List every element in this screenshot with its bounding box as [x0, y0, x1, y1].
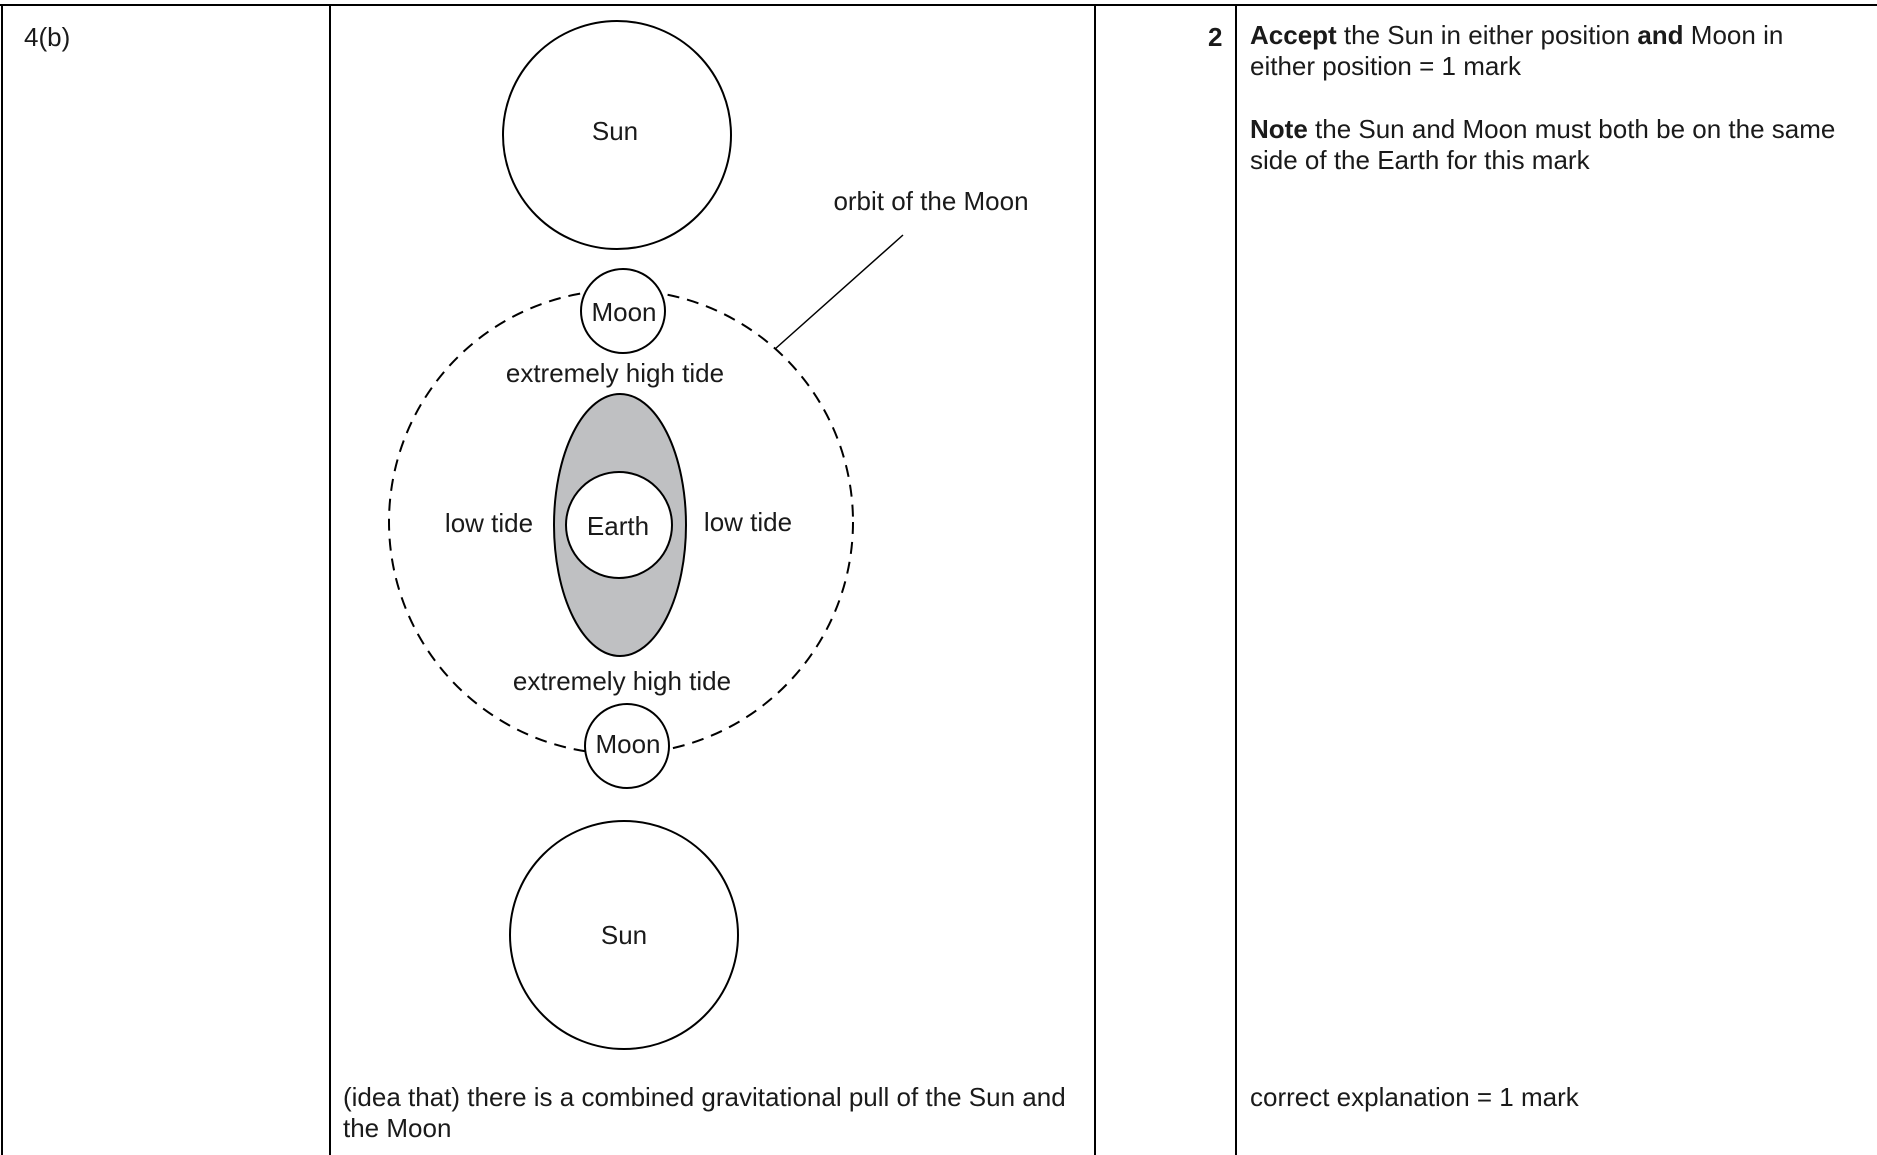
moon-bottom-circle	[584, 703, 670, 789]
guidance-accept-text-b: Moon in either position = 1 mark	[1250, 20, 1784, 81]
table-top-border	[0, 4, 1877, 6]
marks-value: 2	[1208, 22, 1223, 52]
guidance-note-keyword: Note	[1250, 114, 1308, 144]
earth-circle	[565, 471, 673, 579]
guidance-note: Note the Sun and Moon must both be on th…	[1250, 114, 1840, 176]
moon-bottom-label: Moon	[595, 729, 660, 759]
column-divider-2	[1094, 4, 1096, 1155]
earth-label: Earth	[587, 511, 649, 541]
column-divider-1	[329, 4, 331, 1155]
sun-top-circle	[502, 20, 732, 250]
guidance-accept: Accept the Sun in either position and Mo…	[1250, 20, 1840, 82]
guidance-accept-text-a: the Sun in either position	[1336, 20, 1638, 50]
low-tide-right-label: low tide	[704, 507, 792, 537]
orbit-label: orbit of the Moon	[833, 186, 1028, 216]
moon-top-circle	[580, 268, 666, 354]
question-number: 4(b)	[24, 22, 71, 52]
guidance-note-text: the Sun and Moon must both be on the sam…	[1250, 114, 1836, 175]
high-tide-top-label: extremely high tide	[506, 358, 724, 388]
moon-top-label: Moon	[591, 297, 656, 327]
guidance-and-keyword: and	[1637, 20, 1684, 50]
orbit-label-pointer	[774, 234, 904, 350]
explanation-answer: (idea that) there is a combined gravitat…	[343, 1082, 1066, 1143]
high-tide-bottom-label: extremely high tide	[513, 666, 731, 696]
sun-top-label: Sun	[592, 116, 638, 146]
table-left-border	[1, 4, 3, 1155]
sun-bottom-label: Sun	[601, 920, 647, 950]
column-divider-3	[1235, 4, 1237, 1155]
explanation-mark: correct explanation = 1 mark	[1250, 1082, 1579, 1112]
low-tide-left-label: low tide	[445, 508, 533, 538]
sun-bottom-circle	[509, 820, 739, 1050]
guidance-accept-keyword: Accept	[1250, 20, 1337, 50]
guidance-notes: Accept the Sun in either position and Mo…	[1250, 20, 1840, 208]
